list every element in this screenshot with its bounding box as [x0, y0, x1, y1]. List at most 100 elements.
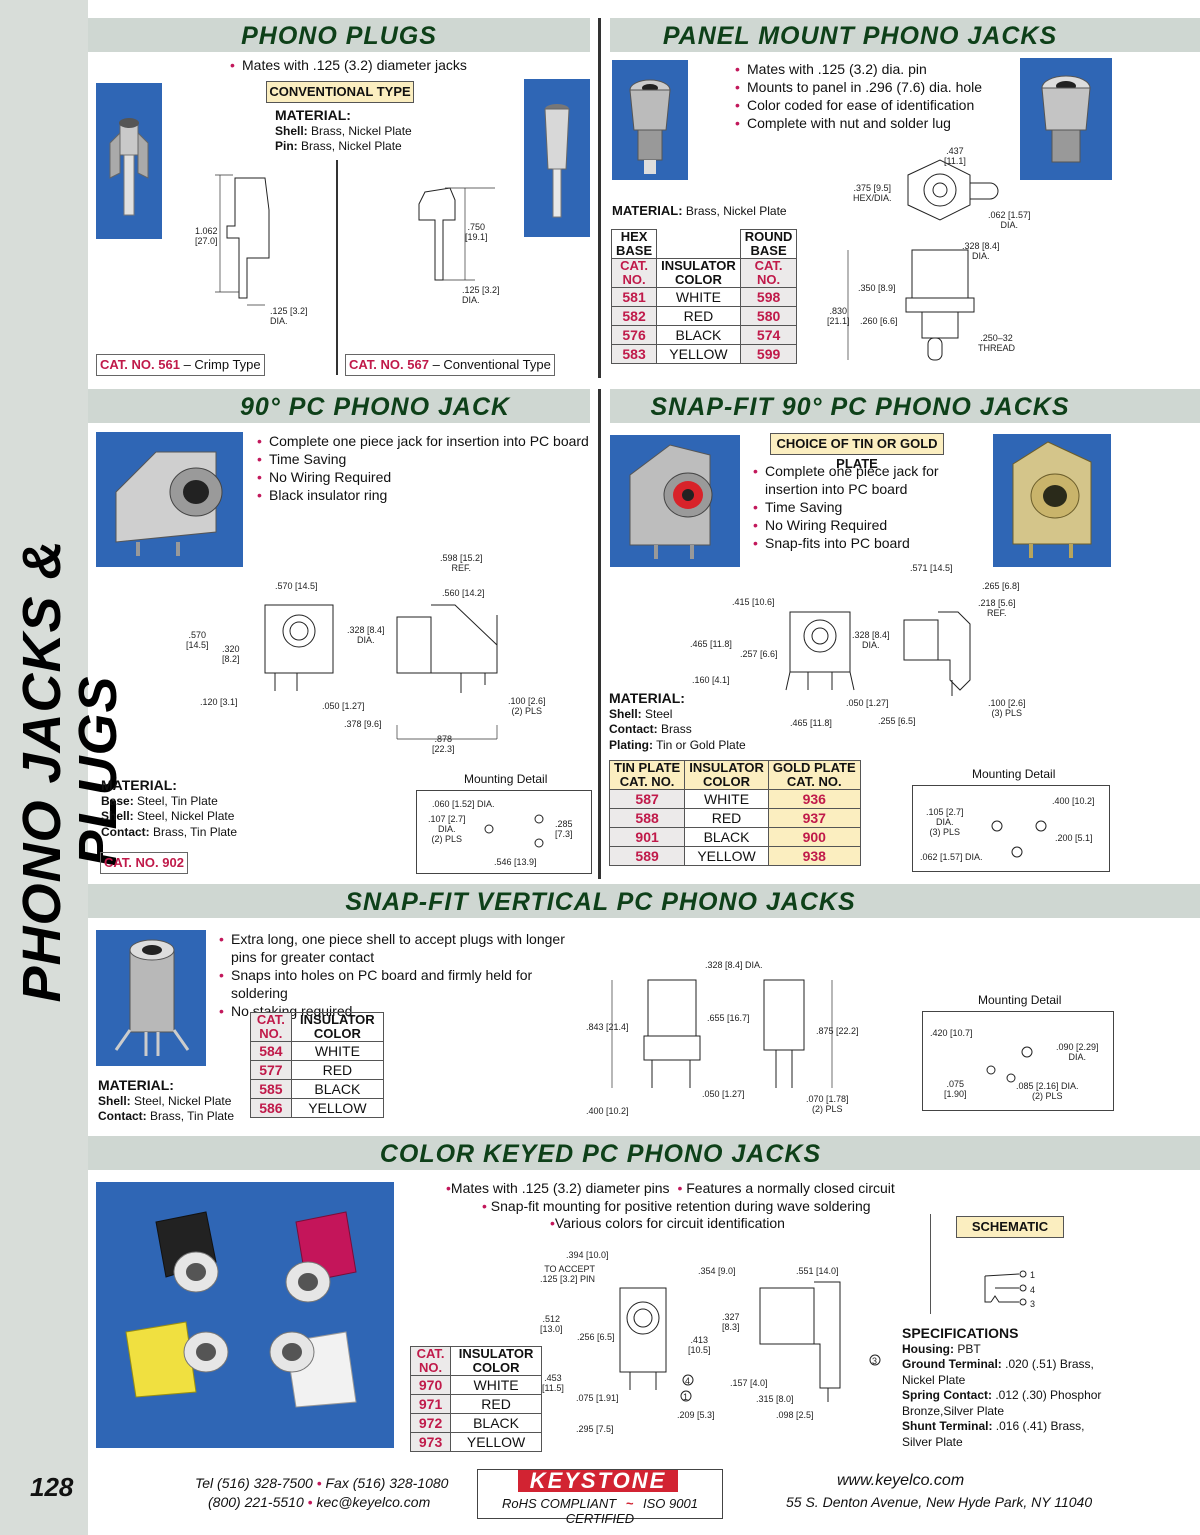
- dim-label: .105 [2.7] DIA. (3) PLS: [926, 807, 964, 837]
- rohs-label: RoHS COMPLIANT: [502, 1496, 617, 1511]
- table-cell: RED: [656, 306, 741, 326]
- dim-label: .218 [5.6] REF.: [978, 598, 1016, 618]
- hex-jack-photo: [612, 60, 688, 180]
- footer-website[interactable]: www.keyelco.com: [837, 1472, 965, 1489]
- snapfit-vertical-drawing: [600, 950, 880, 1120]
- bullet-item: Time Saving: [257, 450, 589, 468]
- pc90-mounting-detail: [416, 790, 592, 874]
- schematic-badge: SCHEMATIC: [956, 1216, 1064, 1238]
- dim-label: .100 [2.6] (2) PLS: [508, 696, 546, 716]
- color-keyed-photo: [96, 1182, 394, 1448]
- dim-label: .750 [19.1]: [465, 222, 488, 242]
- schematic-pin-label: 3: [1030, 1299, 1036, 1309]
- dim-label: .320 [8.2]: [222, 644, 240, 664]
- cat-desc: – Crimp Type: [179, 357, 261, 372]
- cat-desc: – Conventional Type: [428, 357, 551, 372]
- dim-label: 1.062 [27.0]: [195, 226, 218, 246]
- dim-label: .100 [2.6] (3) PLS: [988, 698, 1026, 718]
- cat-number: CAT. NO. 902: [104, 855, 184, 870]
- keystone-logo: KEYSTONE RoHS COMPLIANT ~ ISO 9001 CERTI…: [477, 1469, 723, 1526]
- material-heading: MATERIAL:: [101, 777, 177, 793]
- footer-address: 55 S. Denton Avenue, New Hyde Park, NY 1…: [786, 1494, 1093, 1510]
- material-heading: MATERIAL:: [609, 690, 685, 706]
- panel-mount-material: MATERIAL: Brass, Nickel Plate: [612, 203, 787, 220]
- bullet-item: Mates with .125 (3.2) diameter pins: [450, 1180, 670, 1196]
- table-cell: 938: [767, 846, 861, 866]
- spec-key: Shunt Terminal:: [902, 1419, 993, 1433]
- tin-gold-badge: CHOICE OF TIN OR GOLD PLATE: [770, 433, 944, 471]
- bullet-item: Snap-fits into PC board: [753, 534, 953, 552]
- cat-902-label: CAT. NO. 902: [100, 852, 188, 874]
- dim-label: .437 [11.1]: [944, 146, 966, 166]
- table-cell: 583: [610, 344, 658, 364]
- snapfit-vertical-title: SNAP-FIT VERTICAL PC PHONO JACKS: [345, 888, 856, 916]
- bullet-item: Time Saving: [753, 498, 953, 516]
- snapfit90-gold-photo: [993, 434, 1111, 567]
- material-key: Shell:: [275, 123, 308, 138]
- pc90-bullets: Complete one piece jack for insertion in…: [257, 432, 589, 504]
- dim-label: .250–32 THREAD: [978, 333, 1016, 353]
- material-value: Tin or Gold Plate: [656, 737, 746, 752]
- callout-number: 4: [685, 1376, 691, 1386]
- mounting-detail-title: Mounting Detail: [464, 772, 548, 786]
- dim-label: .570 [14.5]: [186, 630, 209, 650]
- table-cell: BLACK: [290, 1079, 385, 1099]
- footer-contact-line1: Tel (516) 328-7500 • Fax (516) 328-1080: [195, 1475, 449, 1491]
- spec-key: Housing:: [902, 1341, 954, 1356]
- table-cell: 574: [739, 325, 798, 345]
- sub-divider: [336, 160, 338, 375]
- table-cell: 587: [608, 789, 686, 809]
- bullet-item: Mates with .125 (3.2) dia. pin: [735, 60, 982, 78]
- mounting-detail-title: Mounting Detail: [978, 993, 1062, 1007]
- table-cell: 598: [739, 287, 798, 307]
- snapfit90-bullets: Complete one piece jack for insertion in…: [753, 462, 953, 552]
- column-divider: [598, 18, 601, 378]
- dim-label: .350 [8.9]: [858, 283, 896, 293]
- table-cell: 584: [250, 1041, 292, 1061]
- material-key: Plating:: [609, 737, 653, 752]
- panel-mount-bullets: Mates with .125 (3.2) dia. pin Mounts to…: [735, 60, 982, 132]
- color-keyed-band: COLOR KEYED PC PHONO JACKS: [88, 1136, 1200, 1170]
- dim-label: .400 [10.2]: [1052, 796, 1095, 806]
- dim-label: .265 [6.8]: [982, 581, 1020, 591]
- table-header: INSULATOR COLOR: [656, 258, 741, 288]
- dim-label: .655 [16.7]: [707, 1013, 750, 1023]
- table-header: ROUND BASE: [739, 229, 798, 259]
- table-cell: 936: [767, 789, 861, 809]
- table-cell: 599: [739, 344, 798, 364]
- bullet-item: Snap-fit mounting for positive retention…: [490, 1197, 871, 1214]
- iso-label: ISO 9001 CERTIFIED: [565, 1496, 698, 1526]
- phono-plugs-title: PHONO PLUGS: [241, 22, 437, 50]
- footer-email[interactable]: kec@keyelco.com: [316, 1494, 431, 1510]
- dim-label: .546 [13.9]: [494, 857, 537, 867]
- schematic-divider: [930, 1214, 931, 1314]
- dim-label: .050 [1.27]: [846, 698, 889, 708]
- dim-label: .070 [1.78] (2) PLS: [806, 1094, 849, 1114]
- color-keyed-title: COLOR KEYED PC PHONO JACKS: [379, 1140, 822, 1168]
- pc90-band: 90° PC PHONO JACK: [88, 389, 590, 423]
- dim-label: .315 [8.0]: [756, 1394, 794, 1404]
- dim-label: .120 [3.1]: [200, 697, 238, 707]
- dim-label: .551 [14.0]: [796, 1266, 839, 1276]
- table-header: INSULATOR COLOR: [684, 760, 769, 790]
- dim-label: .571 [14.5]: [910, 563, 953, 573]
- spec-key: Ground Terminal:: [902, 1357, 1002, 1371]
- phono-plugs-bullets: Mates with .125 (3.2) diameter jacks: [230, 56, 467, 74]
- spec-value: .016 (.41) Brass, Silver Plate: [902, 1419, 1085, 1449]
- dim-label: .085 [2.16] DIA. (2) PLS: [1016, 1081, 1079, 1101]
- dim-label: .098 [2.5]: [776, 1410, 814, 1420]
- table-cell: 589: [608, 846, 686, 866]
- material-key: Shell:: [101, 809, 134, 823]
- table-cell: WHITE: [450, 1375, 542, 1395]
- material-key: Contact:: [101, 824, 150, 839]
- snapfit-vertical-bullets: Extra long, one piece shell to accept pl…: [219, 930, 589, 1020]
- crimp-plug-drawing: [185, 170, 330, 330]
- spec-value: .020 (.51) Brass, Nickel Plate: [902, 1357, 1094, 1387]
- dim-label: .328 [8.4] DIA.: [852, 630, 890, 650]
- bullet-item: Extra long, one piece shell to accept pl…: [219, 930, 589, 966]
